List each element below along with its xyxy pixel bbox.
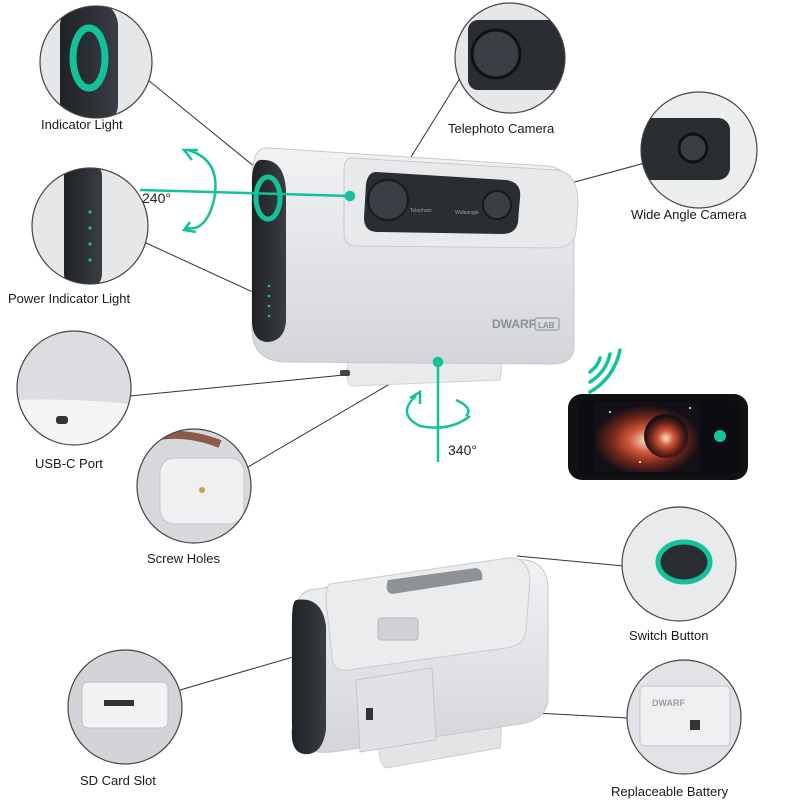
usb-c-port-front [340, 370, 350, 376]
callout-switch-button [621, 506, 737, 622]
callout-indicator-light [39, 5, 153, 119]
tilt-rotation-indicator [139, 148, 356, 234]
callout-screw-holes [136, 428, 252, 544]
callout-usb-c-port [16, 330, 132, 446]
label-usb-c-port: USB-C Port [35, 456, 103, 471]
label-switch-button: Switch Button [629, 628, 709, 643]
tilt-angle-label: 240° [142, 190, 171, 206]
leader-screw-holes [235, 377, 401, 475]
leader-power-indicator [143, 241, 258, 295]
callout-sd-card-slot [67, 649, 183, 765]
sd-card-cover [377, 617, 419, 641]
smartphone-icon [568, 394, 748, 480]
wifi-signal-icon [588, 348, 622, 394]
label-wide-angle-camera: Wide Angle Camera [631, 207, 747, 222]
device-front-view: Telephoto Wideangle DWARF LAB [251, 147, 579, 387]
svg-text:Telephoto: Telephoto [410, 208, 432, 214]
leader-usb-c-port [129, 374, 345, 397]
callout-wide-angle-camera [640, 91, 758, 209]
battery-cover [355, 667, 437, 753]
callout-replaceable-battery: DWARF [626, 659, 742, 775]
rotation-arrow-icon [405, 395, 471, 429]
telephoto-lens-front [367, 179, 409, 221]
rear-top-housing [325, 557, 531, 671]
svg-text:DWARF: DWARF [652, 698, 685, 708]
label-replaceable-battery: Replaceable Battery [611, 784, 729, 799]
rotation-arrow-icon [185, 148, 217, 230]
label-telephoto-camera: Telephoto Camera [448, 121, 555, 136]
label-sd-card-slot: SD Card Slot [80, 773, 156, 788]
svg-text:Wideangle: Wideangle [455, 210, 479, 216]
pan-rotation-indicator [405, 356, 471, 462]
label-screw-holes: Screw Holes [147, 551, 220, 566]
label-power-indicator-light: Power Indicator Light [8, 291, 131, 306]
indicator-light-ring-front [253, 174, 283, 222]
brand-badge: LAB [538, 321, 555, 330]
brand-logo: DWARF [492, 317, 536, 331]
rear-top-window [386, 568, 483, 594]
wide-angle-lens-front [482, 190, 512, 220]
label-indicator-light: Indicator Light [41, 117, 123, 132]
leader-indicator-light [147, 79, 267, 177]
callout-telephoto-camera [454, 2, 566, 114]
rear-side-panel [291, 599, 326, 755]
leader-switch-button [516, 555, 625, 567]
device-rear-view [291, 557, 549, 769]
callout-power-indicator-light [31, 167, 149, 285]
pan-angle-label: 340° [448, 442, 477, 458]
